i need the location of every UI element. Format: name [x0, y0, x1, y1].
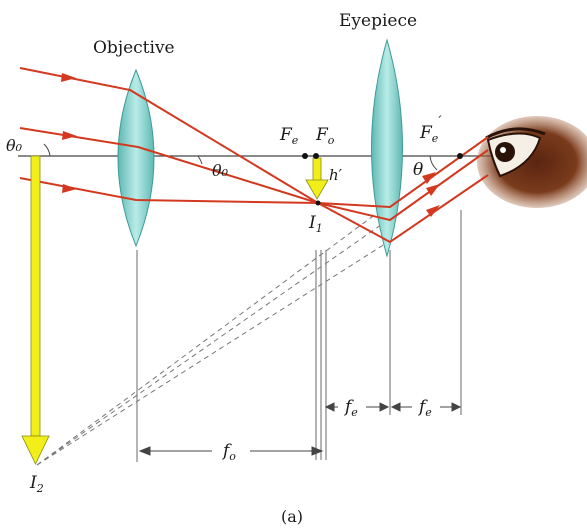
- theta0-left-label: θ₀: [6, 136, 23, 155]
- figure-caption: (a): [281, 507, 303, 526]
- ray-arrowheads: [61, 73, 440, 217]
- fe-point-label: Fe: [279, 125, 299, 147]
- eyepiece-label: Eyepiece: [339, 11, 417, 31]
- theta-label: θ: [413, 160, 423, 180]
- i2-label: I2: [29, 473, 44, 495]
- fe-prime-label: Fe′: [419, 114, 442, 145]
- i1-label: I1: [308, 213, 323, 235]
- image-i1-arrow: [305, 157, 329, 200]
- light-rays: [19, 67, 489, 244]
- theta0-mid-label: θ₀: [212, 161, 229, 180]
- eye-illustration: [477, 116, 587, 208]
- image-i2-arrow: [21, 155, 50, 465]
- dim-fe1-label: fe: [343, 397, 358, 419]
- virtual-ray-lines: [36, 204, 389, 466]
- dimension-fe-1: [324, 402, 390, 412]
- theta0-angle-arc-mid: [197, 155, 203, 165]
- dim-fe2-label: fe: [417, 397, 432, 419]
- dimension-fo: [138, 446, 324, 456]
- focal-point-fe: [302, 153, 308, 159]
- focal-point-fe-prime: [457, 153, 463, 159]
- objective-label: Objective: [93, 38, 175, 58]
- theta-angle-arc: [429, 155, 438, 171]
- image-i1-point: [315, 200, 321, 206]
- dimension-fe-2: [390, 402, 462, 412]
- eyepiece-lens: [371, 38, 403, 258]
- dim-fo-label: fo: [221, 441, 236, 463]
- focal-point-fo: [313, 153, 319, 159]
- h-prime-label: h′: [329, 166, 343, 184]
- fo-point-label: Fo: [315, 125, 335, 147]
- objective-lens: [117, 68, 155, 248]
- theta0-angle-arc-left: [43, 143, 51, 157]
- reference-lines: [136, 210, 462, 462]
